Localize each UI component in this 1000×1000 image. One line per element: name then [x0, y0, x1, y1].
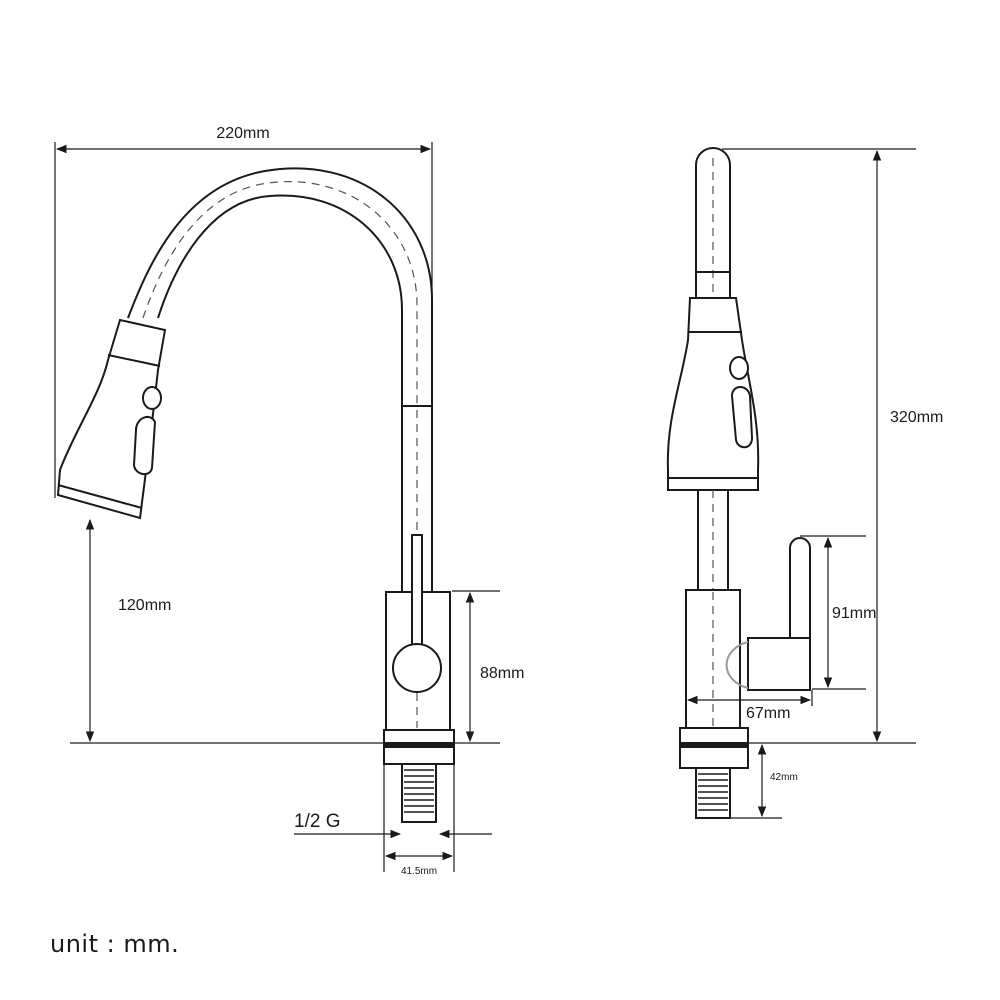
label-body-height: 88mm: [480, 665, 524, 682]
side-thread-lines: [698, 773, 728, 811]
front-lever-knob: [392, 643, 442, 693]
front-thread-lines: [404, 769, 434, 813]
front-spout-outer: [127, 167, 433, 408]
front-spray-head: [56, 318, 167, 520]
side-handle-lever: [789, 537, 811, 641]
front-spout-centerline: [142, 181, 418, 590]
front-lever: [411, 534, 423, 646]
label-width-top: 220mm: [216, 125, 269, 142]
label-base-width: 41.5mm: [401, 866, 437, 877]
unit-note: unit : mm.: [50, 930, 180, 958]
label-spout-height: 120mm: [118, 597, 171, 614]
label-thread: 1/2 G: [294, 811, 340, 832]
front-view: 220mm 120mm 88mm 1/2 G 41.5mm: [54, 125, 524, 877]
side-view: 320mm 91mm 67mm 42mm: [666, 147, 943, 819]
front-threaded-shank: [401, 763, 437, 823]
side-handle-cap: [725, 641, 749, 689]
front-spout-inner: [157, 194, 403, 408]
label-handle-height: 91mm: [832, 605, 876, 622]
side-handle-block: [747, 637, 811, 691]
side-pipe: [695, 147, 731, 301]
label-handle-depth: 67mm: [746, 705, 790, 722]
side-spray-head: [666, 297, 760, 491]
label-total-height: 320mm: [890, 409, 943, 426]
label-shank-length: 42mm: [770, 772, 798, 783]
